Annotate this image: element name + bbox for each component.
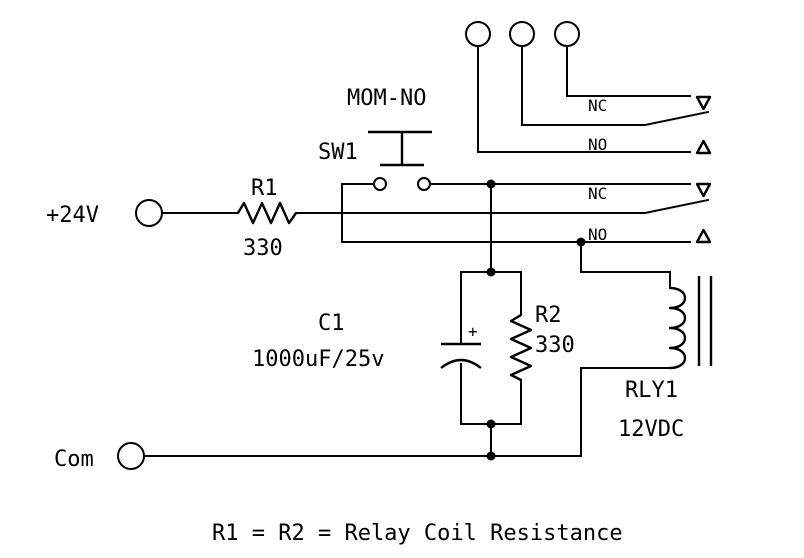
junction-dot: [486, 451, 496, 461]
footnote: R1 = R2 = Relay Coil Resistance: [212, 521, 623, 546]
sw1-name-label: SW1: [318, 140, 358, 165]
r2-name-label: R2: [535, 303, 562, 328]
relay-coil: [580, 241, 713, 457]
sw1-actuator: [368, 130, 432, 167]
common-label: Com: [54, 447, 94, 472]
nc-contact-mid-symbol: [695, 182, 712, 198]
junction-dot: [486, 179, 496, 189]
junction-dot: [486, 267, 496, 277]
r2-value-label: 330: [535, 333, 575, 358]
junction-dot: [576, 237, 586, 247]
no-mid-label: NO: [588, 225, 607, 244]
supply-terminal: [135, 199, 163, 227]
no-top-label: NO: [588, 135, 607, 154]
relay-name-label: RLY1: [625, 378, 678, 403]
labels: +24V Com R1 330 MOM-NO SW1 NC NO NC NO C…: [46, 86, 684, 546]
output-terminal-2: [509, 21, 535, 47]
r1-resistor-symbol: [236, 201, 297, 225]
output-terminal-3: [554, 21, 580, 47]
nc-mid-label: NC: [588, 184, 607, 203]
common-rail: [117, 442, 582, 470]
c1-plate-curved: [440, 358, 482, 369]
no-contact-top-symbol: [695, 139, 712, 155]
supply-label: +24V: [46, 203, 99, 228]
nc-contact-top-symbol: [695, 95, 712, 111]
c1-value-label: 1000uF/25v: [252, 347, 384, 372]
middle-contact-set: [295, 182, 712, 244]
supply-input: [135, 199, 297, 227]
no-contact-mid-symbol: [695, 228, 712, 244]
relay-rating-label: 12VDC: [618, 417, 684, 442]
top-contact-set: [477, 45, 712, 155]
output-terminals: [465, 21, 580, 47]
nc-top-label: NC: [588, 96, 607, 115]
junctions: [486, 179, 586, 461]
output-terminal-1: [465, 21, 491, 47]
sw1-switch: [341, 130, 432, 191]
c1-polarity-label: +: [468, 322, 478, 341]
r2-resistor-symbol: [509, 313, 533, 382]
c1-name-label: C1: [318, 311, 345, 336]
sw1-contact-left: [373, 177, 387, 191]
rc-network: [440, 183, 533, 457]
sw1-type-label: MOM-NO: [347, 86, 426, 111]
relay-coil-windings: [668, 286, 687, 370]
r1-value-label: 330: [243, 236, 283, 261]
common-terminal: [117, 442, 145, 470]
r1-name-label: R1: [251, 176, 278, 201]
sw1-contact-right: [417, 177, 431, 191]
junction-dot: [486, 419, 496, 429]
